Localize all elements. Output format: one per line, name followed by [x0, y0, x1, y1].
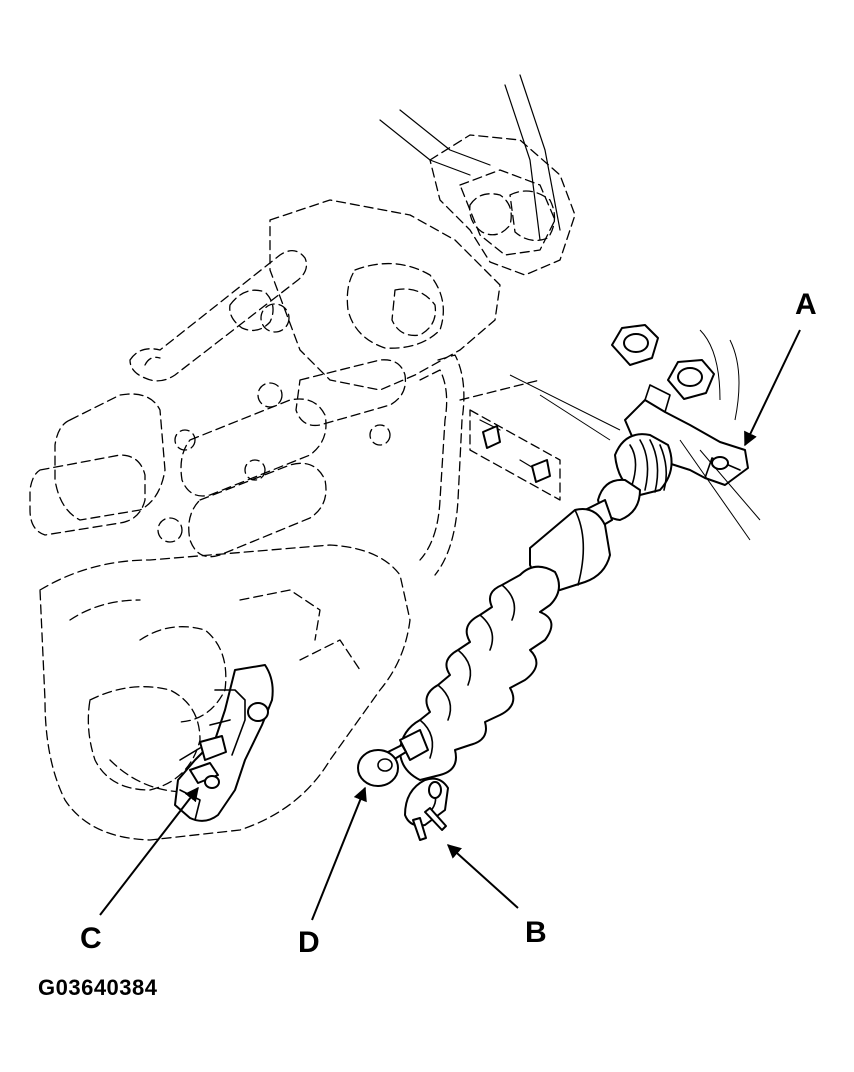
cable-bracket [597, 384, 749, 521]
lock-pin [404, 777, 449, 841]
cable-nuts [611, 324, 715, 400]
figure-id: G03640384 [38, 975, 158, 1000]
leader-lines [99, 329, 801, 921]
leader-b [446, 844, 519, 909]
bracket-studs [482, 425, 551, 483]
transmission-phantom-outline [29, 74, 576, 841]
callout-b: B [525, 916, 547, 949]
leader-d [311, 786, 367, 921]
leader-c [99, 786, 199, 916]
shift-cable [357, 499, 613, 787]
control-lever [174, 664, 274, 822]
callout-a: A [795, 288, 817, 321]
leader-a [744, 329, 801, 447]
callout-d: D [298, 926, 320, 959]
cable-phantom-lines [509, 329, 761, 541]
callout-c: C [80, 922, 102, 955]
